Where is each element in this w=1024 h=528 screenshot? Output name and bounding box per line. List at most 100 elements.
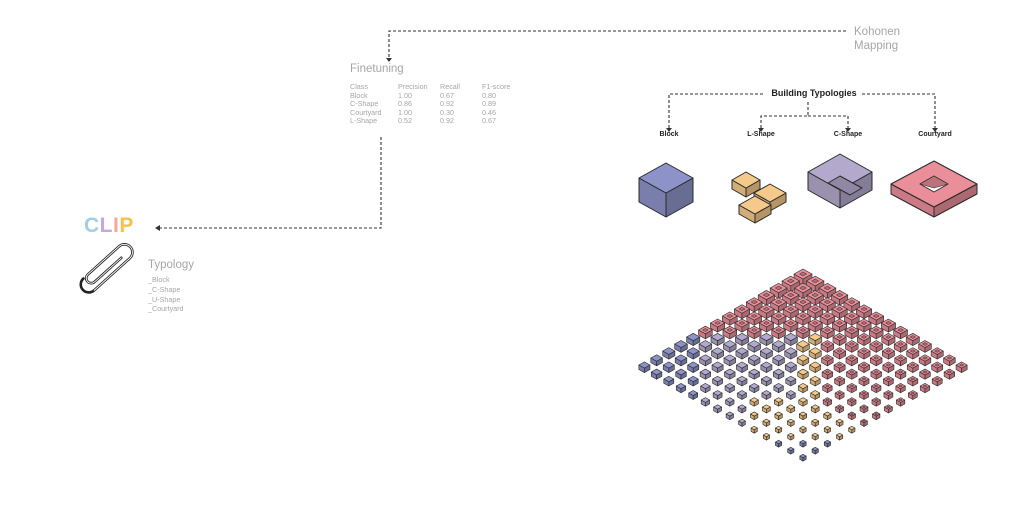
box-top-face [736, 361, 748, 369]
map-cell-courtyard-void [873, 356, 879, 360]
map-cell-courtyard-void [897, 342, 904, 346]
map-cell [847, 397, 857, 407]
map-cell [748, 354, 761, 367]
map-cell [762, 418, 771, 427]
map-cell-courtyard-void [787, 278, 795, 284]
table-cell: 0.52 [398, 116, 412, 126]
map-cell-courtyard-void [861, 391, 867, 395]
map-cell-courtyard-void [922, 370, 928, 374]
box-top-face [762, 432, 770, 438]
box-top-face [811, 446, 819, 452]
map-cell-courtyard-void [922, 356, 928, 360]
map-cell [787, 432, 795, 441]
l-shape-segment [738, 195, 772, 224]
map-cell [907, 375, 919, 387]
box-top-face [723, 340, 737, 348]
clip-logo: CLIP [84, 214, 134, 238]
map-cell [797, 383, 809, 394]
map-cell-courtyard-void [898, 384, 903, 388]
box-top-face [738, 195, 772, 215]
map-cell [930, 347, 944, 360]
courtyard-inner-wall [919, 175, 949, 189]
box-top-face [698, 340, 713, 348]
table-cell: C-Shape [350, 99, 379, 109]
map-cell [784, 361, 797, 373]
map-cell-courtyard-void [836, 349, 843, 353]
map-cell [822, 383, 833, 394]
map-cell-courtyard-void [910, 391, 915, 395]
map-cell [775, 425, 783, 434]
block-building-icon [638, 162, 694, 218]
table-cell: L-Shape [350, 116, 378, 126]
map-cell [737, 404, 747, 414]
map-cell [893, 325, 908, 340]
box-top-face [747, 340, 761, 348]
map-cell [893, 340, 908, 353]
box-top-face [823, 439, 831, 445]
box-top-face [775, 439, 783, 445]
box-top-face [798, 411, 808, 417]
map-cell [811, 446, 819, 455]
map-cell [931, 375, 943, 387]
box-top-face [835, 418, 844, 424]
map-cell [858, 375, 870, 387]
box-top-face [638, 162, 694, 194]
map-cell-courtyard-void [848, 314, 856, 318]
map-cell-courtyard-void [812, 321, 819, 325]
map-cell [795, 311, 811, 326]
map-cell-courtyard-void [910, 363, 916, 367]
map-cell [835, 404, 844, 414]
map-cell-courtyard-void [934, 349, 940, 353]
map-cell [905, 333, 920, 346]
table-cell: 0.30 [440, 107, 454, 117]
box-top-face [686, 333, 701, 341]
map-cell [819, 297, 836, 313]
map-cell [871, 383, 882, 394]
arrow-head [155, 225, 160, 231]
map-cell [734, 304, 750, 319]
box-top-face [787, 446, 795, 452]
map-cell [663, 375, 675, 387]
map-cell [784, 347, 798, 360]
map-cell [808, 347, 822, 360]
map-cell [869, 325, 884, 340]
l-shape-segment [731, 171, 761, 198]
map-cell [918, 340, 932, 353]
map-cell [835, 418, 844, 427]
map-cell [931, 361, 944, 373]
map-cell [843, 297, 861, 313]
building-typologies-title-text: Building Typologies [768, 88, 860, 98]
map-cell-courtyard-void [873, 370, 879, 374]
map-cell [823, 425, 831, 434]
map-cell-courtyard-void [836, 307, 843, 311]
box-top-face [772, 354, 785, 362]
map-cell [675, 368, 687, 380]
map-cell [687, 361, 700, 373]
map-cell [746, 311, 762, 326]
box-top-face [700, 383, 711, 389]
map-cell-courtyard-void [959, 363, 965, 367]
box-top-face [811, 418, 819, 424]
map-cell-courtyard-void [886, 377, 891, 381]
map-cell [747, 325, 762, 340]
map-cell [698, 325, 713, 340]
box-top-face [688, 390, 699, 396]
map-cell-courtyard-void [799, 271, 807, 277]
box-top-face [808, 347, 822, 355]
map-cell-courtyard-void [886, 391, 891, 395]
map-cell [832, 318, 848, 333]
map-cell-courtyard-void [726, 314, 734, 318]
map-cell [919, 368, 931, 380]
map-cell-courtyard-void [763, 307, 770, 311]
map-cell [688, 390, 699, 400]
map-cell [858, 361, 870, 373]
map-cell [870, 354, 883, 367]
table-header: Recall [440, 82, 460, 91]
map-cell [787, 446, 795, 455]
map-cell [955, 361, 968, 373]
kohonen-line2: Mapping [854, 40, 899, 52]
map-cell [762, 404, 771, 414]
box-top-face [787, 418, 795, 424]
box-top-face [836, 432, 844, 438]
map-cell [943, 368, 955, 380]
